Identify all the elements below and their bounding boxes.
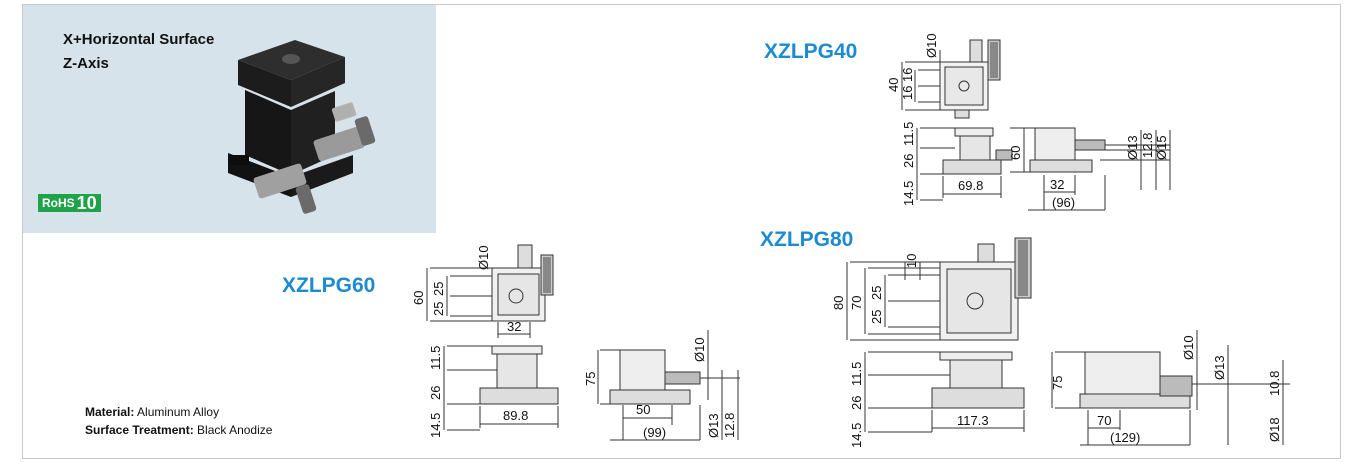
g60-dim-75: 75: [583, 372, 598, 386]
g80-dim-25a: 25: [869, 286, 884, 300]
g60-dim-60: 60: [411, 291, 426, 305]
g40-dim-60: 60: [1008, 146, 1023, 160]
g80-dim-25b: 25: [869, 310, 884, 324]
xzlpg40-drawings: [901, 39, 1171, 211]
surface-row: Surface Treatment: Black Anodize: [85, 421, 272, 439]
g60-dim-14-5: 14.5: [428, 413, 443, 438]
g40-dim-16b: 16: [900, 86, 915, 100]
g40-dim-26: 26: [901, 154, 916, 168]
g80-dim-70: 70: [1097, 413, 1111, 428]
model-xzlpg60-title: XZLPG60: [282, 274, 376, 297]
g60-dim-25b: 25: [431, 302, 446, 316]
product-title-line2: Z-Axis: [63, 55, 109, 72]
catalog-frame: [22, 4, 1341, 459]
model-xzlpg40-title: XZLPG40: [764, 40, 858, 63]
g40-dim-11-5: 11.5: [901, 122, 916, 146]
g60-dim-32: 32: [507, 319, 521, 334]
g80-dim-d18: Ø18: [1267, 417, 1282, 442]
material-label: Material:: [85, 405, 135, 419]
g40-dim-d13: Ø13: [1125, 135, 1140, 160]
g80-dim-14-5: 14.5: [849, 423, 864, 448]
g60-dim-d10: Ø10: [476, 245, 491, 270]
g60-dim-50: 50: [636, 402, 650, 417]
g80-dim-d13: Ø13: [1212, 355, 1227, 380]
model-xzlpg80-title: XZLPG80: [760, 228, 854, 251]
material-row: Material: Aluminum Alloy: [85, 403, 272, 421]
rohs-badge: RoHS 10: [38, 192, 101, 213]
g80-dim-80: 80: [831, 296, 846, 310]
g80-dim-26: 26: [849, 396, 864, 410]
g80-dim-75: 75: [1050, 376, 1065, 390]
g60-dim-11-5: 11.5: [428, 346, 443, 370]
rohs-label: RoHS: [42, 196, 75, 210]
g60-dim-99: (99): [643, 425, 666, 440]
g40-dim-14-5: 14.5: [901, 181, 916, 206]
g40-dim-16a: 16: [900, 68, 915, 82]
g80-dim-11-5: 11.5: [849, 362, 864, 386]
g40-dim-12-8: 12.8: [1140, 133, 1155, 158]
material-specs: Material: Aluminum Alloy Surface Treatme…: [85, 403, 272, 439]
g80-dim-117-3: 117.3: [957, 413, 989, 428]
g60-dim-25a: 25: [431, 282, 446, 296]
g60-dim-12-8: 12.8: [722, 413, 737, 438]
g40-dim-96: (96): [1052, 195, 1075, 210]
xzlpg60-drawings: [426, 244, 740, 441]
surface-value: Black Anodize: [197, 423, 273, 437]
surface-label: Surface Treatment:: [85, 423, 194, 437]
product-title-line1: X+Horizontal Surface: [63, 31, 215, 48]
g40-dim-d15: Ø15: [1154, 135, 1169, 160]
g80-dim-d10: Ø10: [1181, 335, 1196, 360]
g40-dim-d10: Ø10: [924, 33, 939, 58]
dimension-labels: Ø10 40 16 16 11.5 26 14.5 69.8 60 Ø13 12…: [411, 33, 1282, 448]
product-title: X+Horizontal Surface Z-Axis: [63, 28, 214, 76]
g80-dim-10: 10: [904, 254, 919, 268]
g40-dim-32: 32: [1050, 177, 1064, 192]
g60-dim-89-8: 89.8: [503, 408, 528, 423]
g80-dim-70: 70: [849, 296, 864, 310]
xzlpg80-drawings: [846, 237, 1290, 446]
g80-dim-129: (129): [1110, 430, 1140, 445]
stage-product-photo: [228, 40, 376, 214]
g60-dim-d10b: Ø10: [692, 337, 707, 362]
g60-dim-26: 26: [428, 386, 443, 400]
rohs-number: 10: [76, 192, 97, 213]
g80-dim-10-8: 10.8: [1267, 371, 1282, 396]
material-value: Aluminum Alloy: [137, 405, 220, 419]
g60-dim-d13: Ø13: [706, 413, 721, 438]
g40-dim-40: 40: [886, 78, 901, 92]
g40-dim-69-8: 69.8: [958, 178, 983, 193]
